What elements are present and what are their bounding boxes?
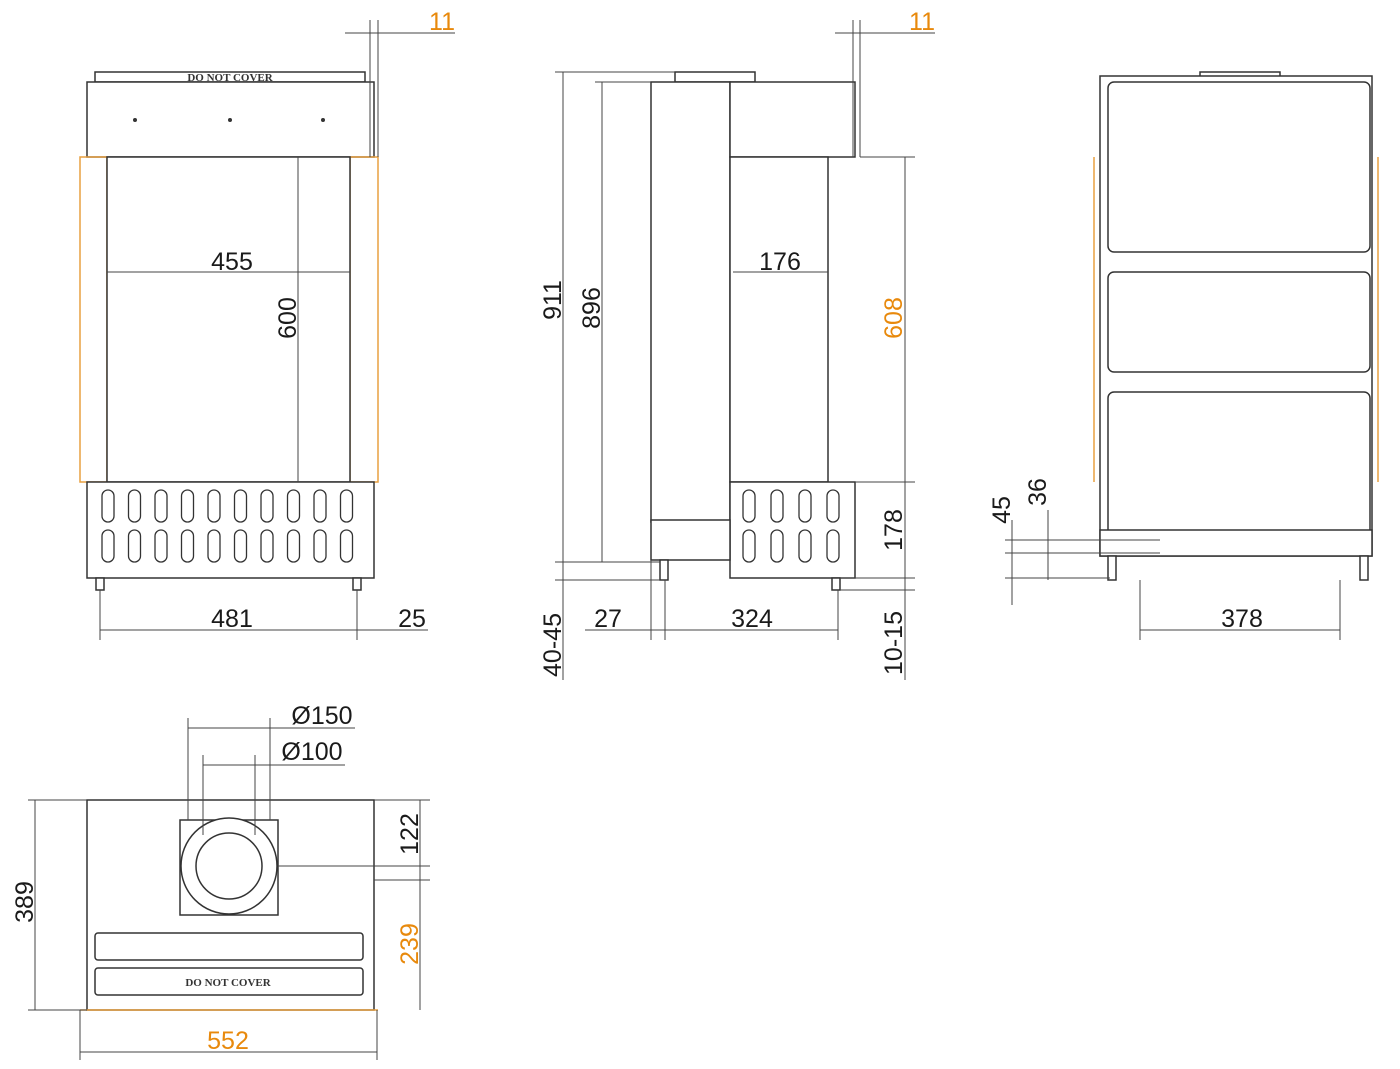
dim-base-height: 178 xyxy=(880,509,908,551)
vent-slot xyxy=(742,529,756,563)
vent-slot xyxy=(286,529,301,563)
dim-opening-height: 608 xyxy=(880,297,908,339)
top-box xyxy=(729,81,856,158)
glass-opening xyxy=(106,156,351,483)
dim-depth: 324 xyxy=(731,605,773,633)
vent-slot xyxy=(313,489,327,523)
vent-slot xyxy=(339,489,354,523)
back-panel-middle xyxy=(1107,271,1371,373)
dim-depth: 389 xyxy=(11,881,39,923)
right-side-panel xyxy=(349,156,379,483)
dim-foot-adjust-left: 40-45 xyxy=(539,613,567,677)
vent-slot xyxy=(339,529,354,563)
dim-opening-height: 600 xyxy=(274,297,302,339)
vent-slot xyxy=(286,489,301,523)
vent-slot xyxy=(101,529,115,563)
do-not-cover-stamp: DO NOT COVER xyxy=(185,977,271,989)
foot xyxy=(831,577,841,591)
side-view: 11 911 896 40-45 176 608 178 10-15 27 32… xyxy=(539,8,935,680)
vent-slot xyxy=(180,489,195,523)
vent-slot xyxy=(233,489,248,523)
dim-b: 36 xyxy=(1024,478,1052,506)
vent-slot xyxy=(154,489,168,523)
vent-slot xyxy=(260,489,274,523)
vent-slot xyxy=(233,529,248,563)
flue-inner xyxy=(195,832,263,900)
do-not-cover-stamp: DO NOT COVER xyxy=(187,72,273,84)
vent-slot xyxy=(127,489,142,523)
dim-foot-span: 378 xyxy=(1221,605,1263,633)
rear-panel xyxy=(650,81,731,523)
foot xyxy=(95,577,105,591)
vent-slot xyxy=(180,529,195,563)
vent-slot xyxy=(770,489,784,523)
vent-slots xyxy=(101,489,354,563)
left-side-panel xyxy=(79,156,108,483)
back-panel-bottom xyxy=(1107,391,1371,541)
vent-slot xyxy=(826,529,840,563)
dim-front-offset: 27 xyxy=(594,605,622,633)
vent-slot xyxy=(207,489,221,523)
foot xyxy=(1107,555,1117,581)
dim-flue-inner: Ø100 xyxy=(281,738,342,766)
dim-overhang: 11 xyxy=(429,8,455,36)
vent-slot xyxy=(770,529,784,563)
dim-base-width: 481 xyxy=(211,605,253,633)
foot xyxy=(352,577,362,591)
dim-foot-offset: 25 xyxy=(398,605,426,633)
vent-slot xyxy=(101,489,115,523)
dim-overhang: 11 xyxy=(909,8,935,36)
dim-flue-offset: 122 xyxy=(396,813,424,855)
dim-flue-outer: Ø150 xyxy=(291,702,352,730)
vent-slot xyxy=(260,529,274,563)
vent-slot xyxy=(798,489,812,523)
dim-width: 552 xyxy=(207,1027,249,1055)
side-opening xyxy=(729,156,829,483)
back-panel-top xyxy=(1107,81,1371,253)
vent-slot xyxy=(313,529,327,563)
back-view: 45 36 378 xyxy=(988,71,1379,640)
vent-slot xyxy=(127,529,142,563)
base-box xyxy=(86,481,375,579)
dim-depth-inner: 176 xyxy=(759,248,801,276)
dim-inner-width: 455 xyxy=(211,248,253,276)
top-view: DO NOT COVER Ø150 Ø100 122 239 389 552 xyxy=(11,702,430,1060)
dim-depth-front: 239 xyxy=(396,923,424,965)
vent-slot xyxy=(826,489,840,523)
dim-body-height: 896 xyxy=(578,287,606,329)
vent-slot xyxy=(207,529,221,563)
foot xyxy=(1359,555,1369,581)
dim-foot-adjust-right: 10-15 xyxy=(880,611,908,675)
vent-slot xyxy=(798,529,812,563)
dim-total-height: 911 xyxy=(539,280,567,320)
front-view: DO NOT COVER 11 455 600 481 25 xyxy=(79,8,455,640)
vent-slots xyxy=(742,489,840,563)
dim-a: 45 xyxy=(988,496,1016,524)
foot xyxy=(659,559,669,581)
vent-slot xyxy=(154,529,168,563)
vent-slot xyxy=(742,489,756,523)
